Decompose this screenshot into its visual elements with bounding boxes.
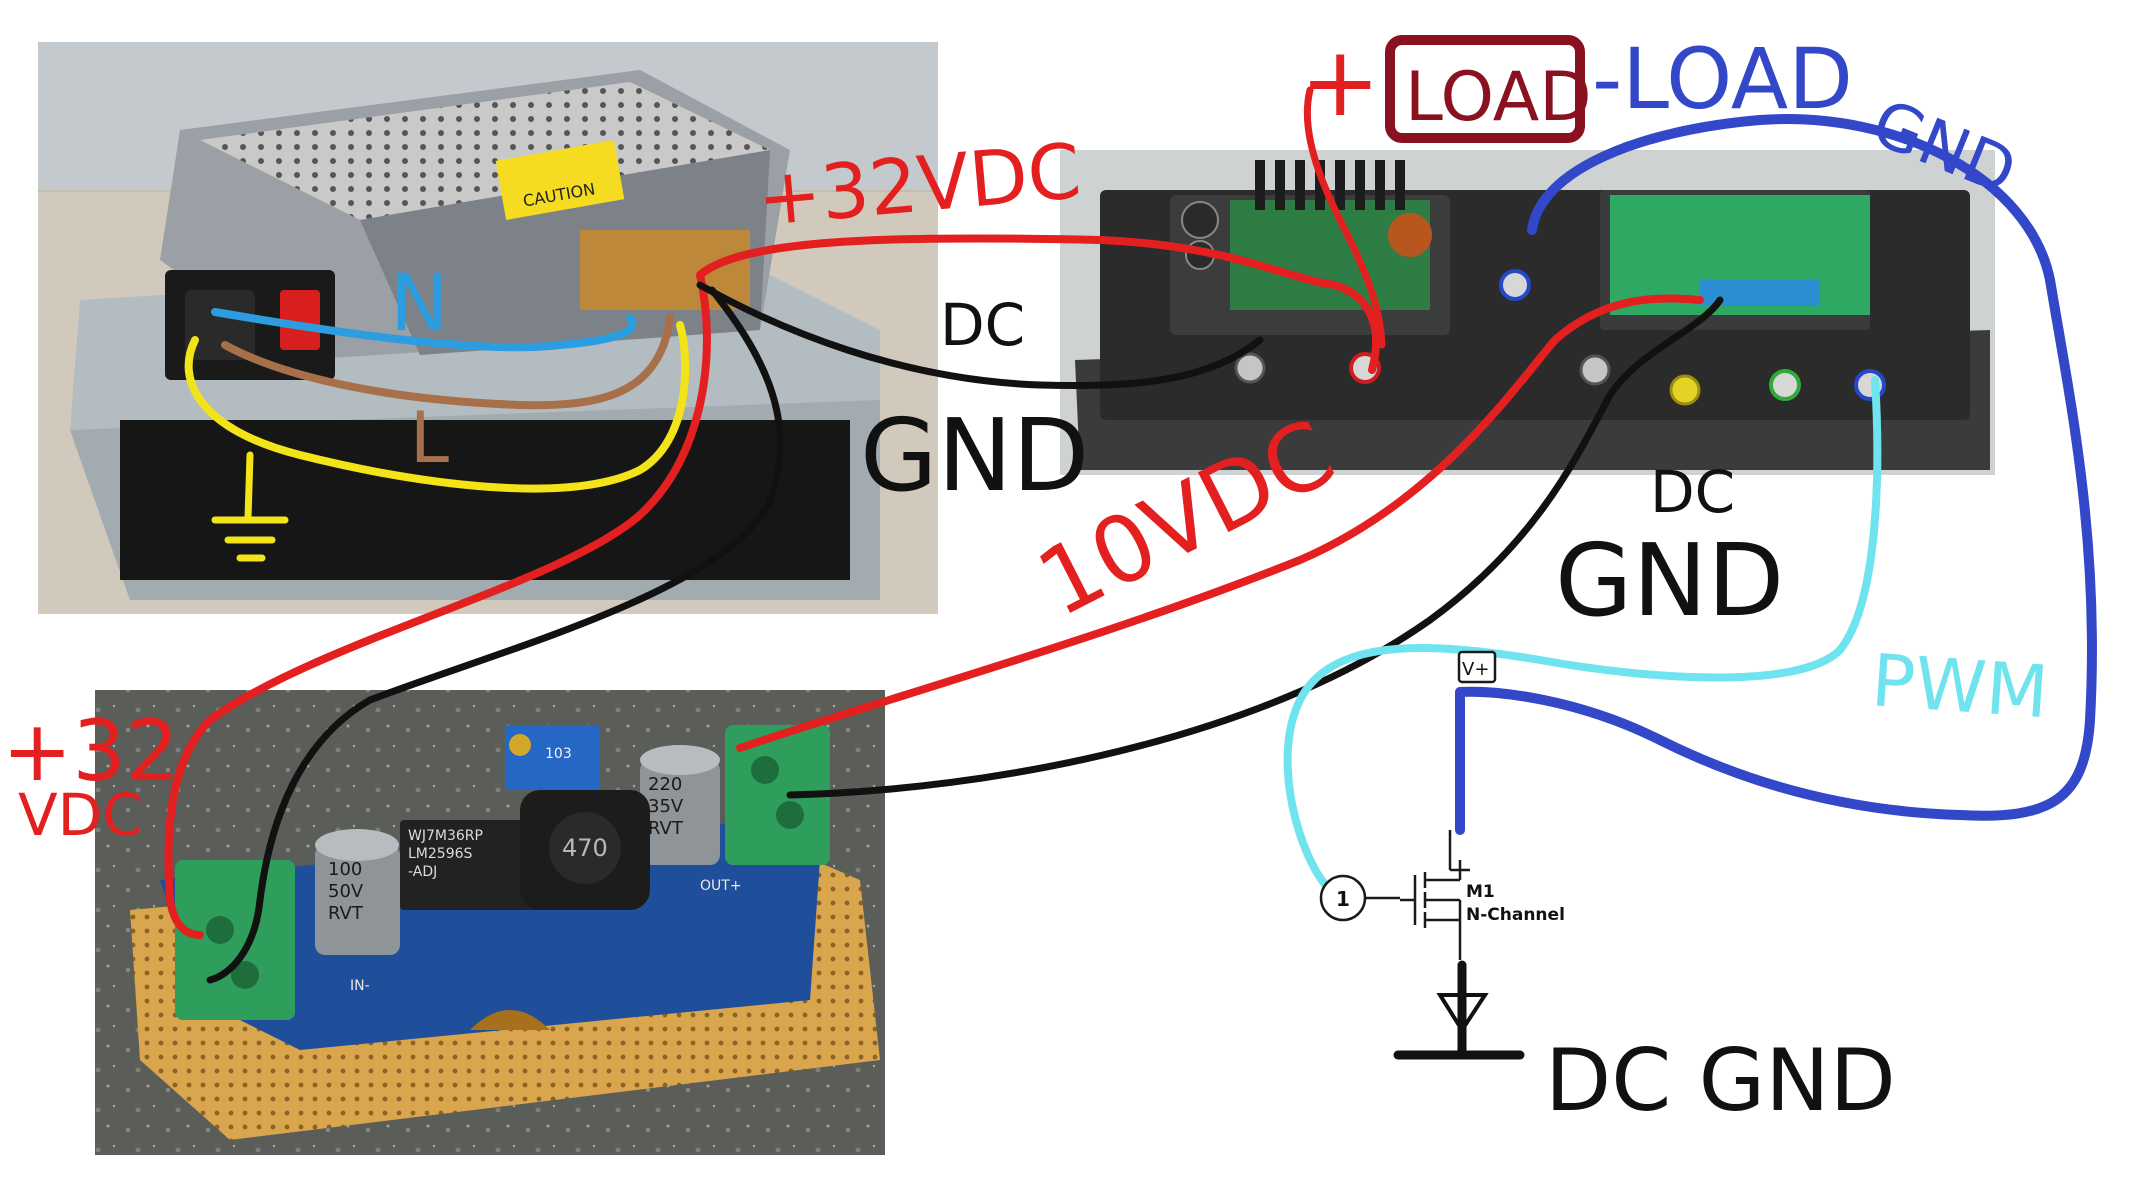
label-dc-psu: DC xyxy=(940,291,1025,359)
gnd-mid-wire xyxy=(786,296,1724,799)
power-switch xyxy=(280,290,320,350)
out-plus-silkscreen: OUT+ xyxy=(700,878,742,894)
cap-right-series: RVT xyxy=(648,818,684,839)
label-gnd-mid: GND xyxy=(1555,522,1784,639)
input-capacitor: 100 50V RVT xyxy=(315,829,400,955)
label-vplus: V+ xyxy=(1462,659,1489,680)
regulator-ic: WJ7M36RP LM2596S -ADJ xyxy=(400,820,540,910)
label-pwm: PWM xyxy=(1869,638,2051,734)
earth-symbol xyxy=(211,451,289,562)
label-vdc-left: VDC xyxy=(18,781,143,849)
label-plus32-left: +32 xyxy=(2,702,179,800)
plus32-to-buck-wire xyxy=(164,271,711,939)
annotation-labels: +32VDC DC GND + LOAD -LOAD GND N L +32 V… xyxy=(2,26,2051,1131)
psu-photo: CAUTION xyxy=(38,42,938,614)
label-mosfet-name: M1 xyxy=(1466,882,1495,902)
in-minus-silkscreen: IN- xyxy=(350,978,370,994)
live-wire xyxy=(221,314,674,410)
inductor: 470 xyxy=(520,790,650,910)
label-minus-load: -LOAD xyxy=(1592,30,1853,128)
ground-symbol xyxy=(1393,960,1525,1060)
gnd-to-buck-wire xyxy=(206,286,784,984)
inductor-marking: 470 xyxy=(562,834,608,862)
load-negative-wire xyxy=(1455,114,2097,835)
input-terminal xyxy=(175,860,295,1020)
output-terminal xyxy=(725,725,830,865)
pwm-board xyxy=(1600,190,1870,330)
load-box xyxy=(1385,35,1585,143)
ic-marking-3: -ADJ xyxy=(408,864,437,880)
label-load-box: LOAD xyxy=(1405,58,1592,137)
label-gnd-psu: GND xyxy=(860,397,1089,514)
label-plus-load: + xyxy=(1300,26,1380,138)
mosfet-schematic xyxy=(1319,650,1497,960)
label-dc-gnd-bottom: DC GND xyxy=(1545,1031,1896,1131)
pot-marking: 103 xyxy=(545,746,572,762)
label-dc-mid: DC xyxy=(1650,458,1735,526)
label-live: L xyxy=(410,397,449,479)
plus-load-wire xyxy=(1303,86,1386,349)
gnd-to-controller-wire xyxy=(696,281,1264,390)
cap-right-value: 220 xyxy=(648,774,682,795)
cap-right-voltage: 35V xyxy=(648,796,684,817)
label-mosfet-type: N-Channel xyxy=(1466,905,1565,925)
dc-dc-module xyxy=(1170,160,1450,335)
neutral-wire xyxy=(211,308,637,352)
iec-inlet xyxy=(165,270,335,380)
label-gate-pin: 1 xyxy=(1336,887,1350,911)
ic-marking-1: WJ7M36RP xyxy=(408,828,483,844)
earth-wire xyxy=(184,321,690,493)
trim-pot: 103 xyxy=(505,725,600,790)
controller-photo xyxy=(1060,150,1995,475)
cap-left-series: RVT xyxy=(328,903,364,924)
cap-left-value: 100 xyxy=(328,859,362,880)
label-neutral: N xyxy=(390,259,448,349)
ic-marking-2: LM2596S xyxy=(408,846,473,862)
plus32-to-controller-wire xyxy=(696,234,1381,374)
buck-photo: 100 50V RVT 220 35V RVT WJ7M36RP LM2596S… xyxy=(95,690,885,1155)
ten-volt-wire xyxy=(736,294,1704,752)
cap-left-voltage: 50V xyxy=(328,881,364,902)
output-capacitor: 220 35V RVT xyxy=(640,745,720,865)
vplus-flag xyxy=(1457,650,1497,684)
